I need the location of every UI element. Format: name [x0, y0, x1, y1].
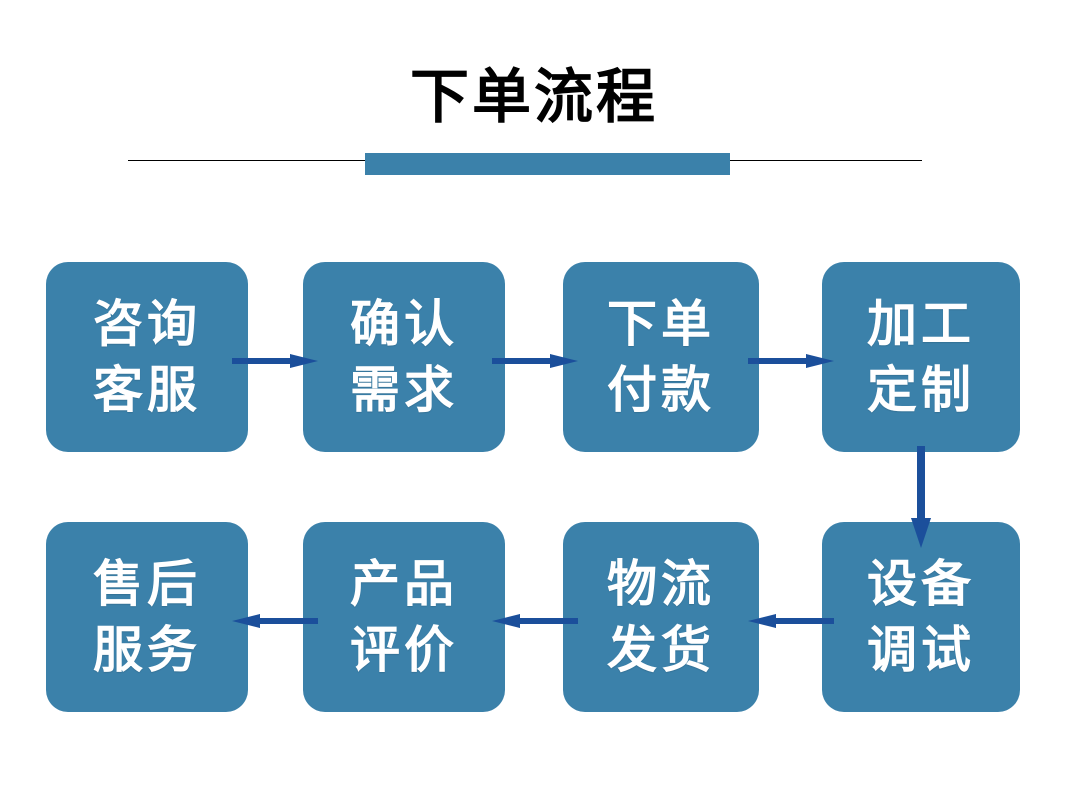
flow-node-n4-line-1: 加工	[867, 295, 975, 353]
flow-edge-n5-to-n6-arrow-left-icon	[748, 600, 834, 642]
flow-node-n5-line-1: 设备	[867, 555, 975, 613]
flow-edge-n4-to-n5-arrow-down-icon	[898, 446, 944, 548]
flow-node-n5[interactable]: 设备 调试	[822, 522, 1020, 712]
flow-node-n8[interactable]: 售后 服务	[46, 522, 248, 712]
flow-edge-n1-to-n2-arrow-right-icon	[232, 340, 318, 382]
flow-node-n7[interactable]: 产品 评价	[303, 522, 505, 712]
flow-node-n2[interactable]: 确认 需求	[303, 262, 505, 452]
flow-node-n2-line-2: 需求	[350, 361, 458, 419]
flow-node-n1-line-1: 咨询	[93, 295, 201, 353]
flow-node-n2-line-1: 确认	[350, 295, 458, 353]
flow-edge-n6-to-n7-arrow-left-icon	[492, 600, 578, 642]
flow-edge-n7-to-n8-arrow-left-icon	[232, 600, 318, 642]
flow-node-n7-line-1: 产品	[350, 555, 458, 613]
flow-node-n7-line-2: 评价	[350, 621, 458, 679]
flow-node-n1-line-2: 客服	[93, 361, 201, 419]
page-title: 下单流程	[409, 62, 658, 131]
flow-node-n4-line-2: 定制	[867, 361, 975, 419]
flow-node-n8-line-2: 服务	[93, 621, 201, 679]
flow-node-n6[interactable]: 物流 发货	[563, 522, 759, 712]
flow-node-n1[interactable]: 咨询 客服	[46, 262, 248, 452]
flow-node-n4[interactable]: 加工 定制	[822, 262, 1020, 452]
flow-node-n3[interactable]: 下单 付款	[563, 262, 759, 452]
title-accent-bar	[365, 153, 730, 175]
flow-node-n3-line-2: 付款	[607, 361, 715, 419]
flow-node-n6-line-1: 物流	[607, 555, 715, 613]
flow-node-n5-line-2: 调试	[867, 621, 975, 679]
flow-node-n8-line-1: 售后	[93, 555, 201, 613]
flow-node-n3-line-1: 下单	[607, 295, 715, 353]
flow-edge-n2-to-n3-arrow-right-icon	[492, 340, 578, 382]
flow-node-n6-line-2: 发货	[607, 621, 715, 679]
flow-edge-n3-to-n4-arrow-right-icon	[748, 340, 834, 382]
